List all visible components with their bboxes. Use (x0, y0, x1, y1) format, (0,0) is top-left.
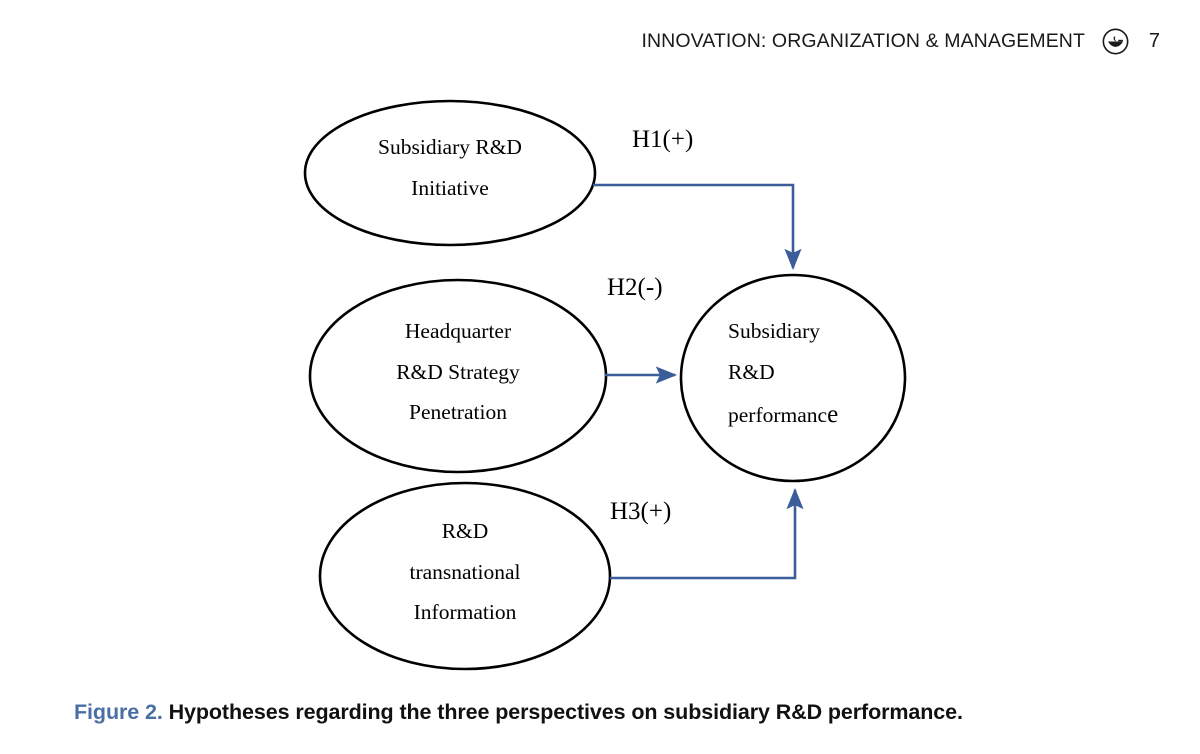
node-subsidiary-rd-performance (679, 273, 907, 483)
figure-2-diagram: Subsidiary R&D Initiative Headquarter R&… (0, 78, 1200, 678)
figure-caption: Figure 2. Hypotheses regarding the three… (74, 700, 1134, 725)
node-subsidiary-rd-initiative (303, 99, 597, 247)
page-number: 7 (1148, 29, 1160, 52)
journal-title: INNOVATION: ORGANIZATION & MANAGEMENT (641, 29, 1085, 52)
figure-caption-label: Figure 2. (74, 700, 163, 724)
node-rd-transnational-information (318, 481, 612, 671)
running-head: INNOVATION: ORGANIZATION & MANAGEMENT 7 (0, 24, 1160, 58)
figure-caption-text: Hypotheses regarding the three perspecti… (168, 700, 963, 724)
diagram-canvas (303, 99, 907, 671)
arrow-h1 (593, 183, 802, 271)
journal-emblem-icon (1102, 28, 1129, 55)
node-headquarter-rd-strategy-penetration (308, 278, 608, 474)
arrow-h3 (610, 487, 804, 580)
